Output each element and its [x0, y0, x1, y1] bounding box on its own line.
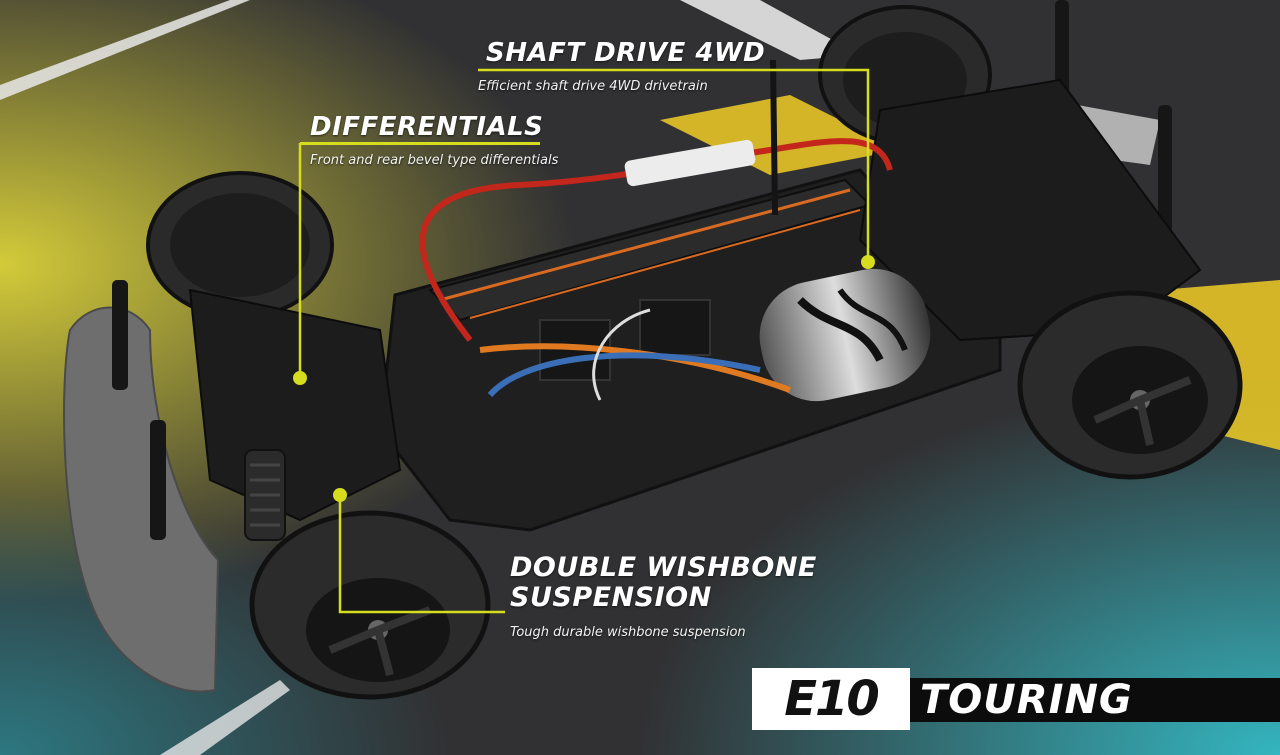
red-wire [419, 138, 893, 342]
logo-touring: TOURING [910, 678, 1280, 722]
front-suspension [188, 288, 402, 522]
differentials-dot [293, 371, 307, 385]
connector [624, 139, 756, 187]
orange-wire [479, 343, 792, 393]
wheel-front-left [249, 510, 491, 700]
suspension-desc: Tough durable wishbone suspension [510, 625, 746, 640]
receiver [639, 299, 711, 356]
road-stripe [680, 0, 860, 60]
suspension-title-line1: DOUBLE WISHBONE [510, 552, 817, 583]
shaft-drive-dot [861, 255, 875, 269]
suspension-dot [333, 488, 347, 502]
differentials-underline [300, 142, 540, 145]
wheel-front-right [1017, 290, 1243, 480]
differentials-desc: Front and rear bevel type differentials [310, 153, 559, 168]
blue-wire [487, 352, 761, 398]
shaft-drive-title: SHAFT DRIVE 4WD [486, 38, 766, 68]
callout-lines [298, 68, 870, 614]
shaft-drive-desc: Efficient shaft drive 4WD drivetrain [478, 79, 708, 94]
shaft-drive-leader [478, 68, 870, 262]
yellow-marking [660, 95, 900, 175]
wheel-rear-left [146, 171, 334, 319]
suspension-leader [338, 495, 505, 614]
motor [759, 268, 931, 402]
road-line [0, 0, 250, 100]
suspension-title-line2: SUSPENSION [510, 582, 712, 613]
body-post [112, 280, 128, 390]
logo-e10: E10 [752, 668, 910, 730]
differentials-title: DIFFERENTIALS [310, 112, 544, 142]
e10-touring-logo: E10 TOURING [752, 668, 1280, 730]
antenna [770, 59, 778, 216]
front-bumper [63, 306, 220, 693]
